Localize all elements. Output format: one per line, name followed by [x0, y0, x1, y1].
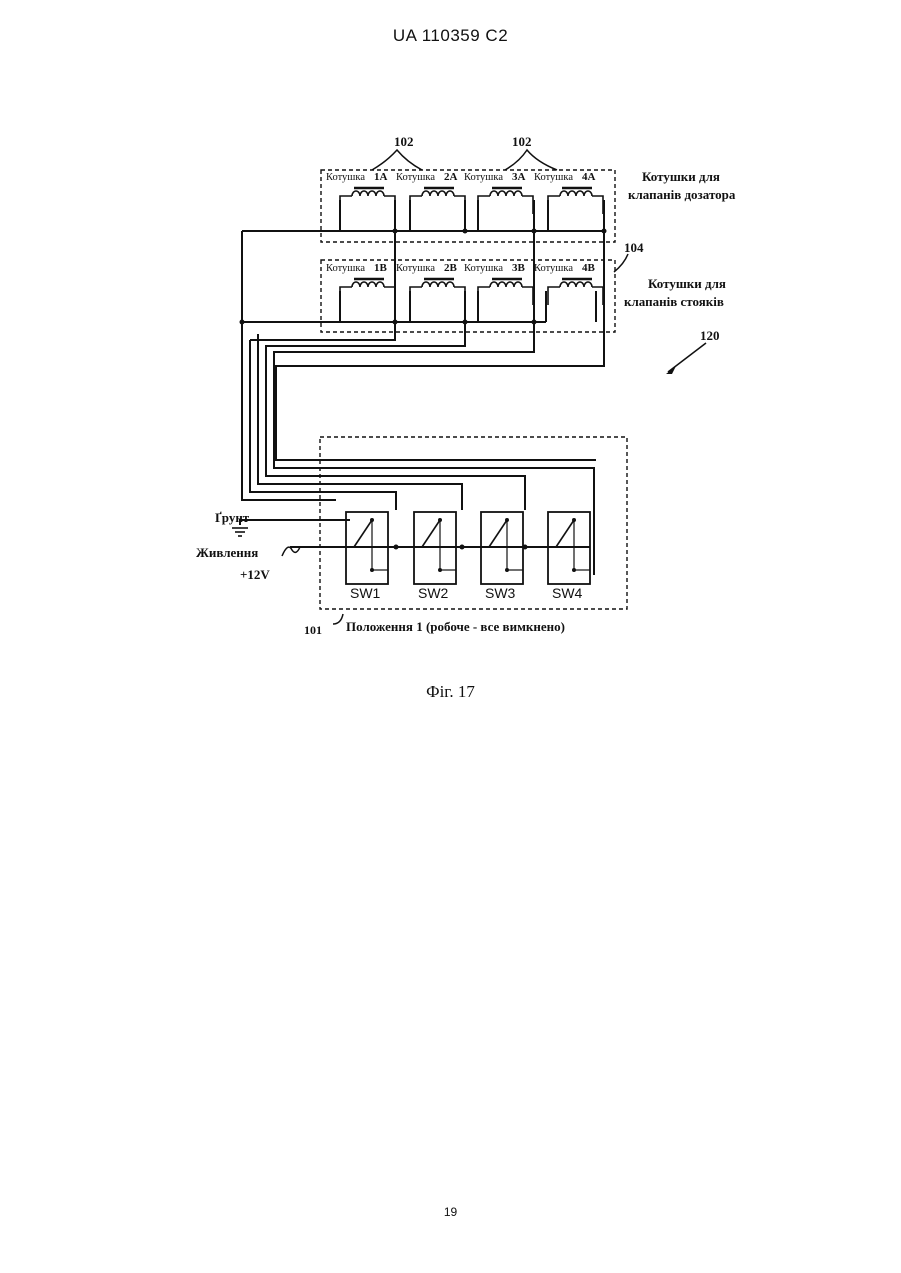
page-number: 19	[0, 1205, 901, 1219]
top-coil-word: Котушка	[396, 172, 435, 183]
switch-sw4: SW4	[548, 512, 590, 601]
power-plug-icon	[282, 547, 300, 556]
coil-winding-icon	[490, 282, 522, 287]
coil-winding-icon	[422, 282, 454, 287]
bottom-coil-id: 3B	[512, 262, 526, 274]
top-coil-id: 1A	[374, 171, 388, 183]
bottom-coil-word: Котушка	[534, 263, 573, 274]
riser-coils-label-1: Котушки для	[648, 276, 726, 291]
dispenser-coils-label-1: Котушки для	[642, 169, 720, 184]
bottom-coil-4B: Котушка 4B	[534, 262, 603, 305]
power-label: Живлення	[196, 545, 258, 560]
dispenser-coils-label-2: клапанів дозатора	[628, 187, 736, 202]
bottom-coil-id: 1B	[374, 262, 388, 274]
coil-winding-icon	[490, 191, 522, 196]
voltage-label: +12V	[240, 567, 270, 582]
top-coil-id: 4A	[582, 171, 596, 183]
bottom-coil-word: Котушка	[326, 263, 365, 274]
coil-winding-icon	[560, 191, 592, 196]
ground-icon	[232, 528, 248, 536]
switch-sw3: SW3	[481, 512, 523, 601]
top-coil-word: Котушка	[464, 172, 503, 183]
top-coil-word: Котушка	[534, 172, 573, 183]
switch-label: SW1	[350, 585, 381, 601]
junction-dots	[240, 229, 607, 550]
switch-sw2: SW2	[414, 512, 456, 601]
figure-caption: Фіг. 17	[0, 682, 901, 702]
position-note: Положення 1 (робоче - все вимкнено)	[346, 619, 565, 634]
ref-120-label: 120	[700, 328, 720, 343]
coil-winding-icon	[422, 191, 454, 196]
ref-102-right-label: 102	[512, 134, 532, 149]
ref-120-arrowhead	[666, 366, 676, 374]
coil-winding-icon	[560, 282, 592, 287]
wiring	[240, 200, 604, 575]
top-coil-3A: Котушка 3A	[464, 171, 533, 214]
top-coil-2A: Котушка 2A	[396, 171, 465, 214]
switch-label: SW4	[552, 585, 583, 601]
top-coil-4A: Котушка 4A	[534, 171, 603, 214]
riser-coils-label-2: клапанів стояків	[624, 294, 724, 309]
bottom-coil-3B: Котушка 3B	[464, 262, 533, 305]
ref-101-label: 101	[304, 623, 322, 637]
ref-102-left-label: 102	[394, 134, 414, 149]
bottom-coil-word: Котушка	[464, 263, 503, 274]
top-coil-id: 3A	[512, 171, 526, 183]
bottom-coil-1B: Котушка 1B	[326, 262, 395, 305]
coil-winding-icon	[352, 191, 384, 196]
coil-winding-icon	[352, 282, 384, 287]
top-coil-id: 2A	[444, 171, 458, 183]
bottom-coil-id: 4B	[582, 262, 596, 274]
top-coil-word: Котушка	[326, 172, 365, 183]
switch-label: SW2	[418, 585, 449, 601]
switch-label: SW3	[485, 585, 516, 601]
ref-braces	[333, 150, 706, 624]
ref-104-label: 104	[624, 240, 644, 255]
top-coil-1A: Котушка 1A	[326, 171, 395, 214]
switch-sw1: SW1	[346, 512, 388, 601]
bottom-coil-word: Котушка	[396, 263, 435, 274]
ground-label: Ґрунт	[215, 510, 250, 525]
bottom-coil-id: 2B	[444, 262, 458, 274]
bottom-coil-2B: Котушка 2B	[396, 262, 465, 305]
